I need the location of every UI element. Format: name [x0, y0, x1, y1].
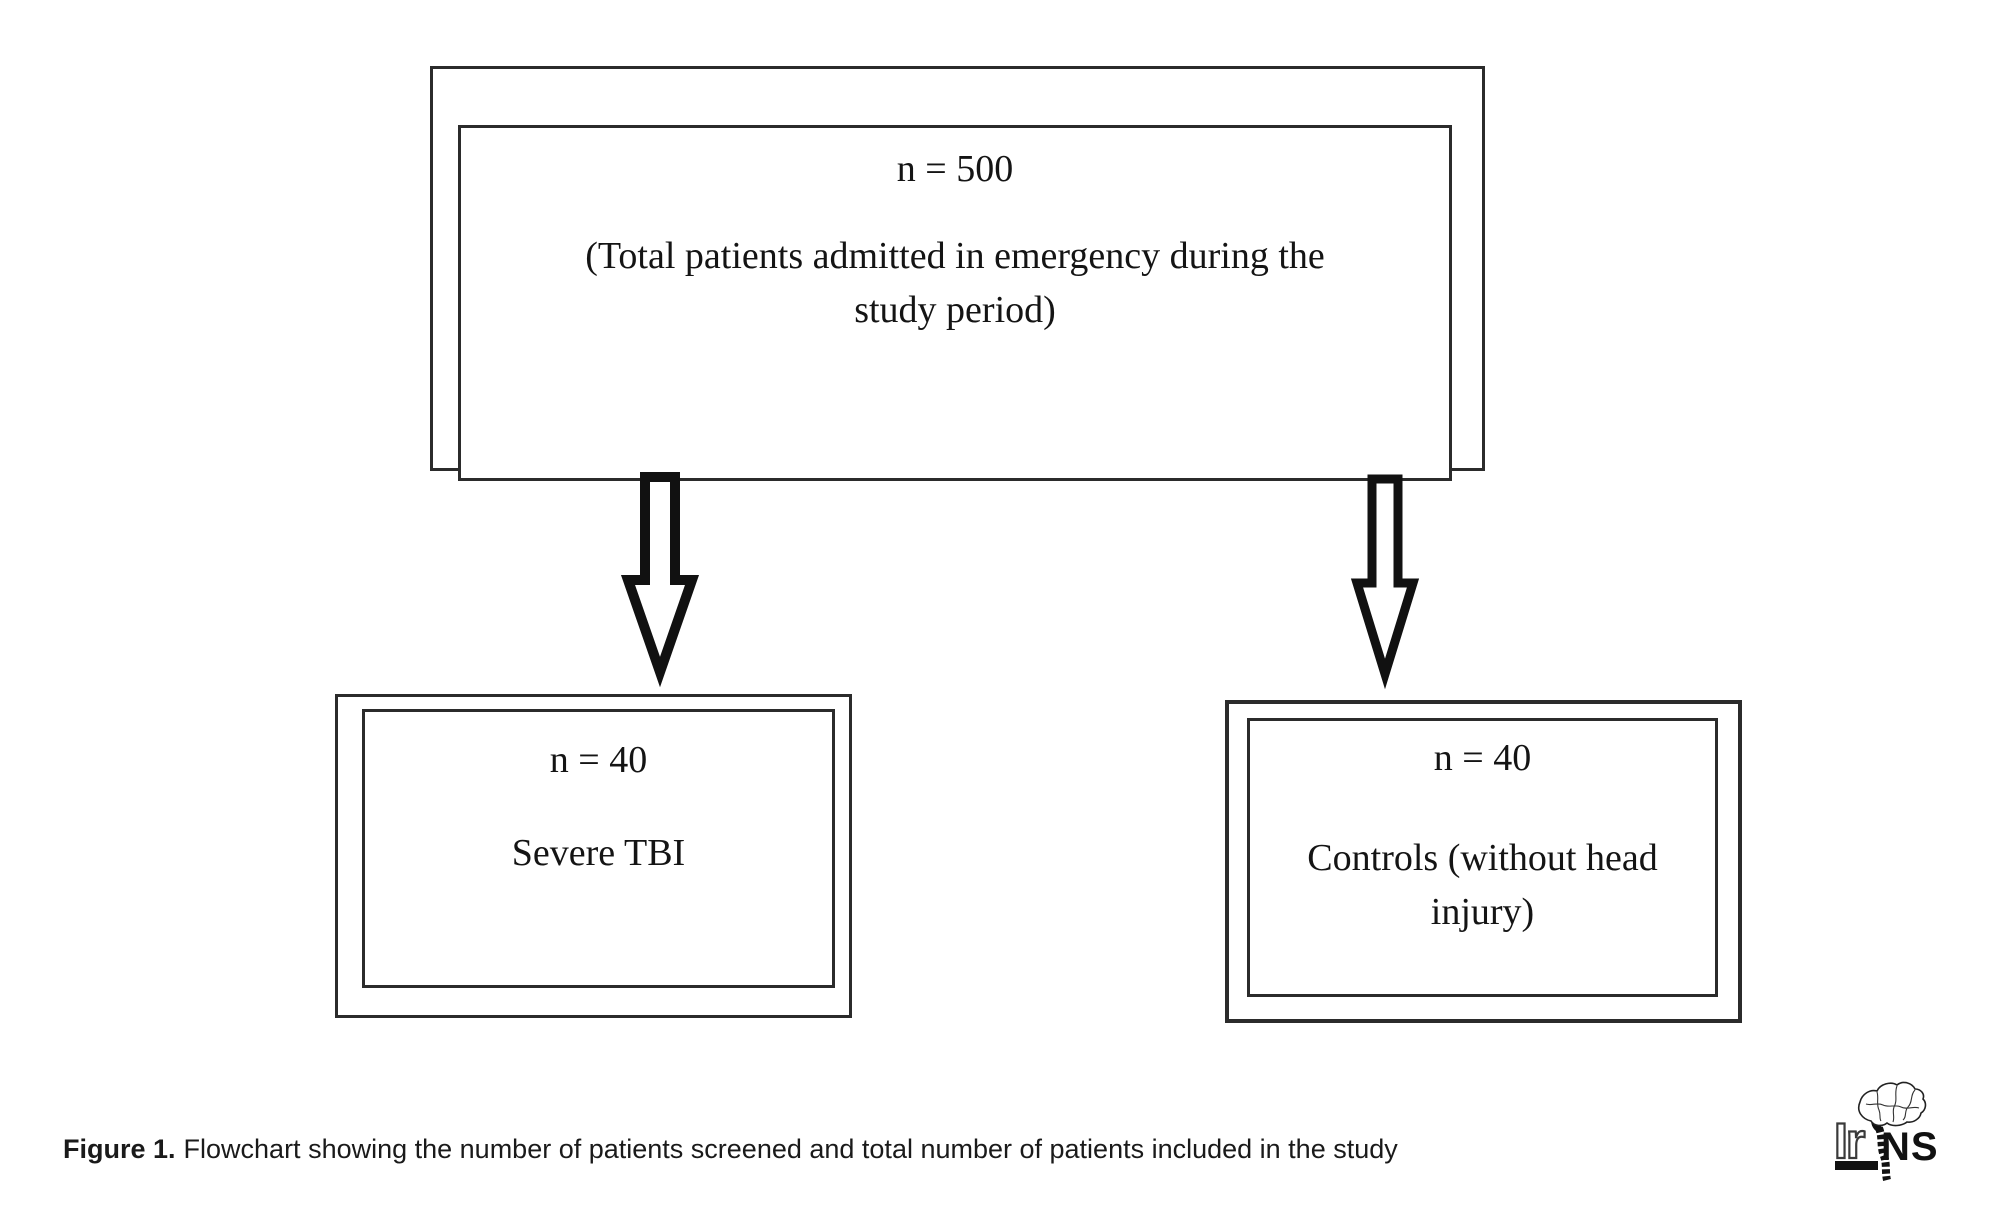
brain-spine-icon — [1835, 1081, 1927, 1181]
down-arrow-right — [1350, 474, 1420, 690]
down-arrow-left — [620, 472, 700, 688]
root-node-description-line2: study period) — [854, 289, 1056, 331]
figure-caption-number: Figure 1. — [63, 1134, 176, 1164]
root-node-description-line1: (Total patients admitted in emergency du… — [585, 235, 1325, 277]
severe-tbi-label: Severe TBI — [511, 832, 686, 874]
severe-tbi-node-box — [362, 709, 835, 988]
controls-node-box — [1247, 718, 1718, 997]
figure-caption-text: Flowchart showing the number of patients… — [183, 1134, 1398, 1164]
controls-label-line2: injury) — [1430, 891, 1535, 933]
figure-caption: Figure 1.Flowchart showing the number of… — [63, 1132, 1563, 1166]
journal-logo: Ir NS — [1833, 1081, 1939, 1181]
controls-label: Controls (without head injury) — [1247, 831, 1718, 939]
controls-label-line1: Controls (without head — [1307, 837, 1658, 879]
severe-tbi-count: n = 40 — [549, 739, 648, 781]
root-node-count: n = 500 — [896, 148, 1014, 190]
controls-count: n = 40 — [1433, 737, 1532, 779]
root-node-description: (Total patients admitted in emergency du… — [458, 229, 1452, 337]
root-node-box — [458, 125, 1452, 481]
logo-text-ns: NS — [1881, 1125, 1939, 1169]
logo-text-ir: Ir — [1834, 1113, 1865, 1169]
